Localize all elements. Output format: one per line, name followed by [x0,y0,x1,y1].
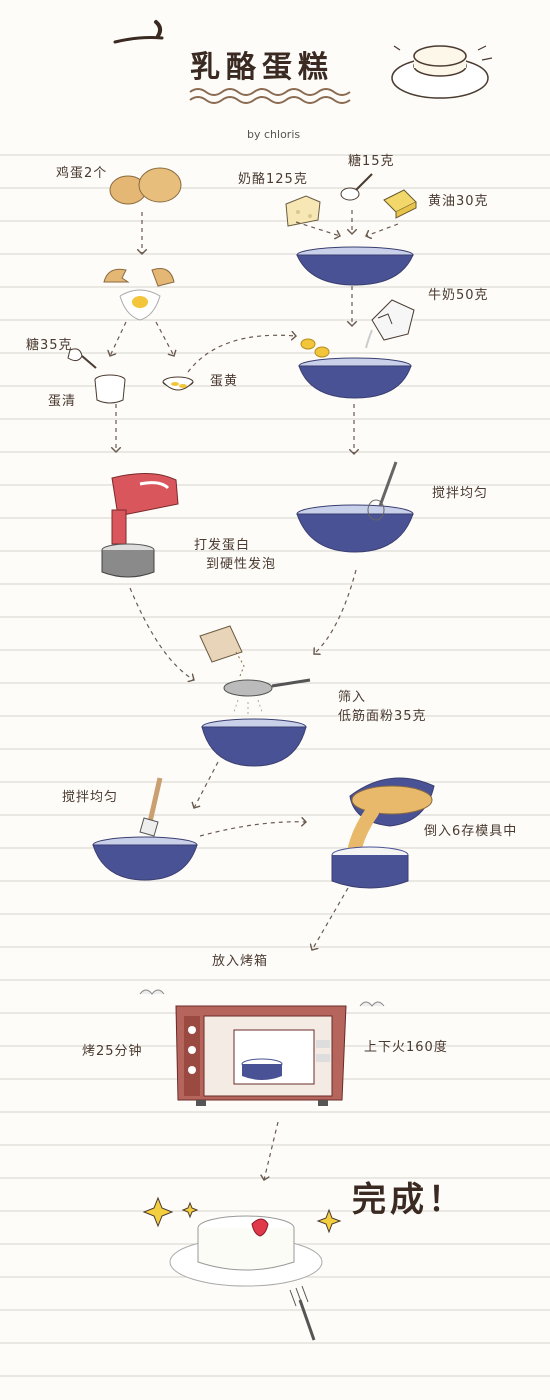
bowl-icon [296,504,414,553]
label-done: 完成！ [352,1180,466,1220]
label-sugar-15: 糖15克 [348,154,395,169]
spoon-icon [67,348,97,369]
title-quote-mark [113,20,164,44]
label-egg-yolk: 蛋黄 [210,374,239,389]
butter-icon [383,189,417,219]
label-butter: 黄油30克 [428,194,489,209]
whisk-icon [367,461,398,521]
spoon-icon [340,173,373,201]
sieve-icon [223,678,311,716]
label-whip-line-1: 打发蛋白 [194,538,251,553]
cup-icon [94,374,126,404]
label-sift-line-1: 筛入 [338,690,367,705]
batter-stream [347,805,379,859]
label-bake-time: 烤25分钟 [82,1044,143,1059]
label-mix-1: 搅拌均匀 [432,486,489,501]
cheese-icon [285,195,321,227]
title-wavy-underline [189,88,351,104]
cup-icon [162,376,194,391]
oven-icon [175,1005,347,1106]
label-eggs: 鸡蛋2个 [56,166,108,181]
egg-icon [109,167,182,205]
label-whip-line-2: 到硬性发泡 [206,557,277,572]
flour-bag-icon [199,625,245,677]
milk-carton-icon [365,299,415,349]
page-title: 乳酪蛋糕 [190,50,334,85]
flow-arrows [110,210,399,1180]
label-sift-flour: 筛入 低筋面粉35克 [338,686,427,724]
cake-hat-icon [391,45,493,99]
spatula-icon [139,777,163,837]
cracked-egg-icon [103,268,175,321]
label-sift-line-2: 低筋面粉35克 [338,709,427,724]
strawberry-icon [251,1218,269,1237]
cake-pan-icon [331,846,409,889]
author-byline: by chloris [247,128,301,141]
fork-icon [289,1285,316,1341]
hand-mixer-icon [101,472,179,578]
label-milk: 牛奶50克 [428,288,489,303]
label-whip-egg-white: 打发蛋白 到硬性发泡 [194,534,276,572]
bowl-icon [296,246,414,286]
label-sugar-35: 糖35克 [26,338,73,353]
cake-icon [197,1215,295,1271]
sparkle-icon [142,1196,342,1234]
bowl-icon [298,357,412,399]
bowl-icon [92,836,198,881]
label-heat: 上下火160度 [364,1040,448,1055]
steam-icon [139,989,385,1007]
label-pour-into-mold: 倒入6存模具中 [424,824,518,839]
label-mix-2: 搅拌均匀 [62,790,119,805]
label-into-oven: 放入烤箱 [212,954,269,969]
bowl-icon [201,718,307,767]
label-cheese: 奶酪125克 [238,172,308,187]
yolk-icon [300,338,330,358]
label-egg-white: 蛋清 [48,394,77,409]
